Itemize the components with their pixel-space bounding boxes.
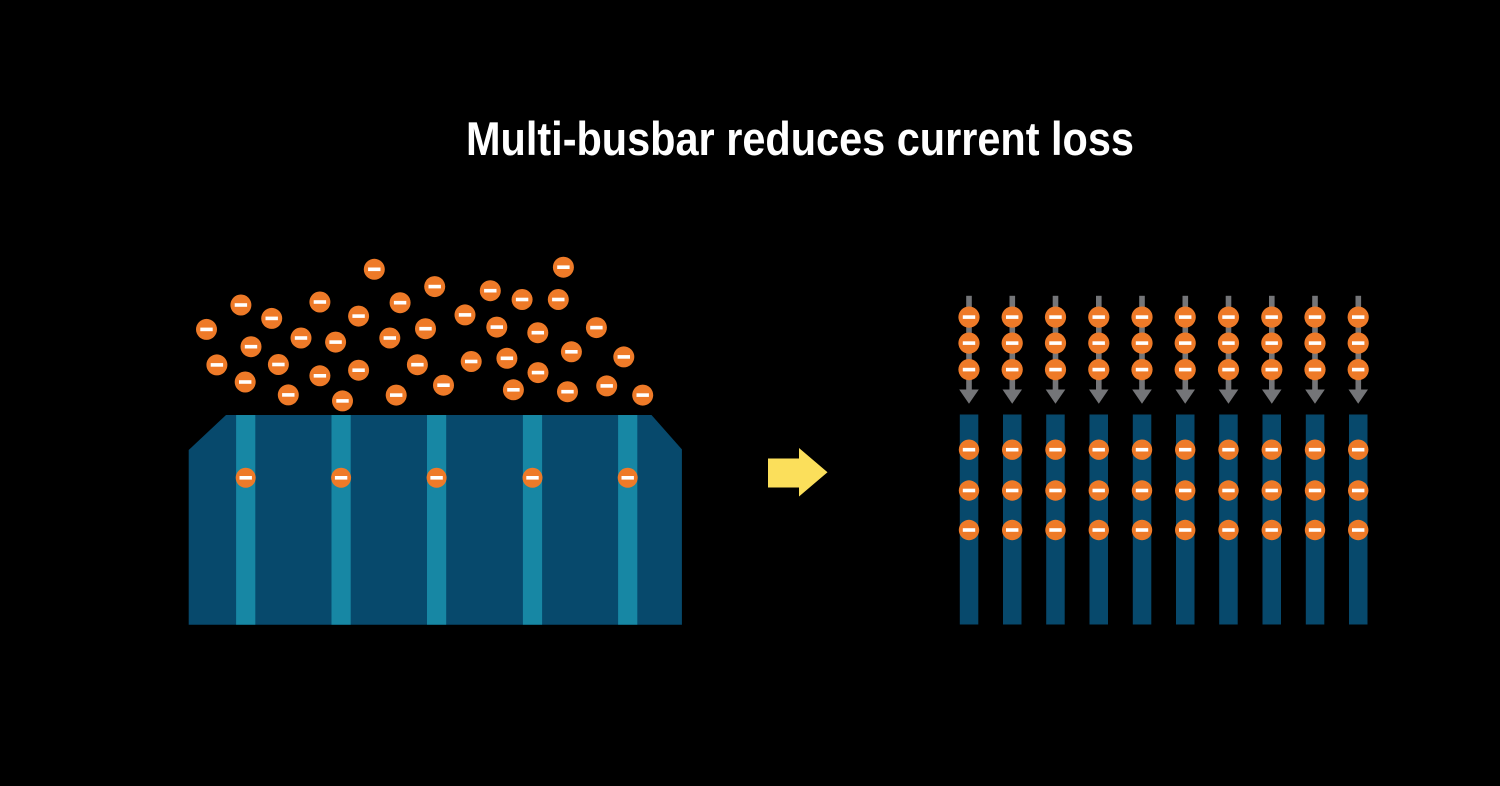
svg-text:Multi-busbar reduces current l: Multi-busbar reduces current loss	[466, 112, 1134, 165]
